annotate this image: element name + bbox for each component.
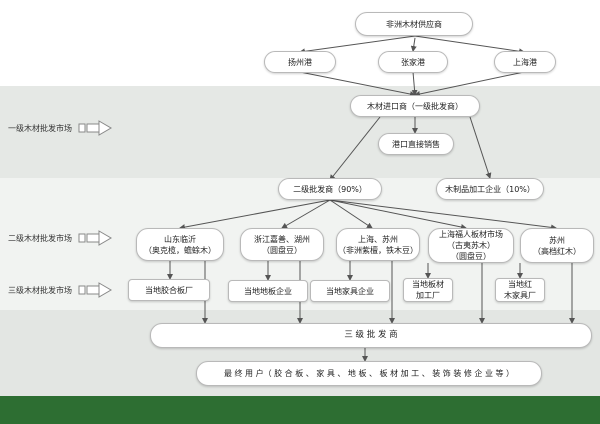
node-secondary-wholesaler: 二级批发商（90%） — [278, 178, 382, 200]
node-end-users: 最 终 用 户（ 胶 合 板 、 家 具 、 地 板 、 板 材 加 工 、 装… — [196, 361, 542, 386]
level3-label: 三级木材批发市场 — [8, 282, 112, 298]
node-suzhou: 苏州 （高档红木） — [520, 228, 594, 263]
right-arrow-icon — [78, 230, 112, 246]
node-wood-processing: 木制品加工企业（10%） — [436, 178, 544, 200]
node-port-yangzhou: 扬州港 — [264, 51, 336, 73]
level2-text: 二级木材批发市场 — [8, 233, 72, 243]
node-local-plywood: 当地胶合板厂 — [128, 279, 210, 301]
node-shandong-linyi: 山东临沂 （奥克榄，蟾蜍木） — [136, 228, 224, 261]
level3-text: 三级木材批发市场 — [8, 285, 72, 295]
right-arrow-icon — [78, 282, 112, 298]
footer-bar — [0, 396, 600, 424]
node-local-floor: 当地地板企业 — [228, 280, 308, 302]
node-local-furniture: 当地家具企业 — [310, 280, 390, 302]
node-tertiary-wholesaler: 三 级 批 发 商 — [150, 323, 592, 348]
node-fuxingren-market: 上海福人板材市场 （古夷苏木） （圆盘豆） — [428, 228, 514, 263]
node-local-board: 当地板材 加工厂 — [403, 278, 453, 302]
node-supplier: 非洲木材供应商 — [355, 12, 473, 36]
level2-label: 二级木材批发市场 — [8, 230, 112, 246]
node-port-direct-sales: 港口直接销售 — [378, 133, 454, 155]
level1-text: 一级木材批发市场 — [8, 123, 72, 133]
node-zhejiang: 浙江嘉善、湖州 （圆盘豆） — [240, 228, 324, 261]
node-local-rosewood: 当地红 木家具厂 — [495, 278, 545, 302]
right-arrow-icon — [78, 120, 112, 136]
node-shanghai-suzhou: 上海、苏州 （非洲紫檀，铁木豆） — [336, 228, 420, 261]
node-port-shanghai: 上海港 — [494, 51, 556, 73]
node-importer: 木材进口商（一级批发商） — [350, 95, 480, 117]
level1-label: 一级木材批发市场 — [8, 120, 112, 136]
node-port-zhangjiagang: 张家港 — [378, 51, 448, 73]
